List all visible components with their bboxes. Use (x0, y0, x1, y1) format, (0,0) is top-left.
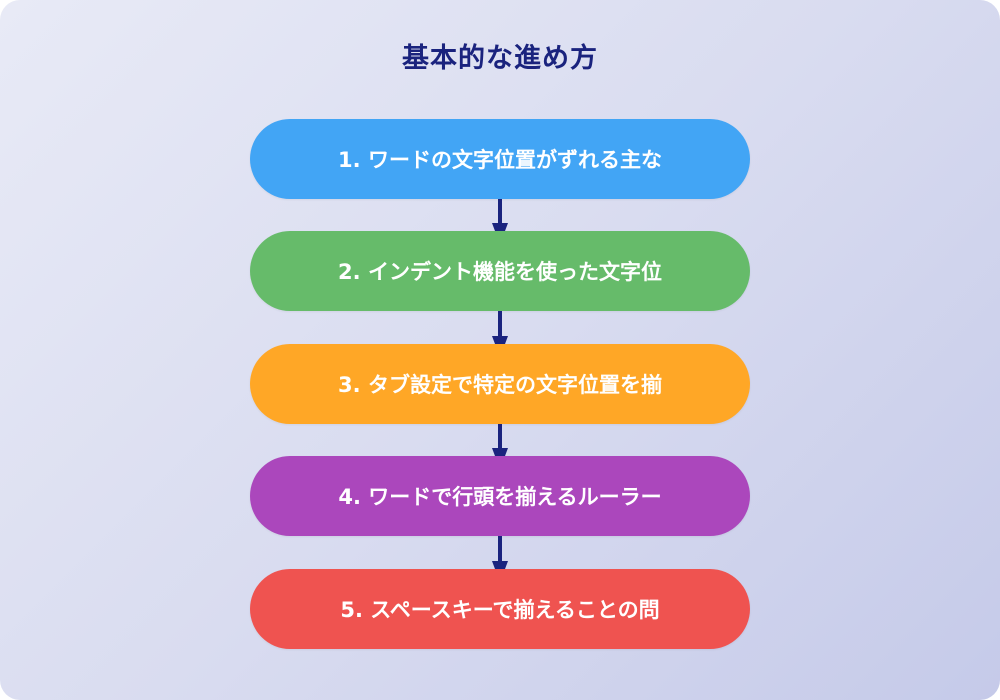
step-2-label: 2. インデント機能を使った文字位 (338, 260, 662, 284)
step-4-label: 4. ワードで行頭を揃えるルーラー (338, 485, 662, 509)
arrow-down-icon (491, 199, 509, 231)
step-1-label: 1. ワードの文字位置がずれる主な (338, 148, 662, 172)
step-5-label: 5. スペースキーで揃えることの問 (340, 598, 660, 622)
step-4-box: 4. ワードで行頭を揃えるルーラー (250, 456, 750, 536)
step-1-box: 1. ワードの文字位置がずれる主な (250, 119, 750, 199)
arrow-down-icon (491, 536, 509, 569)
step-2-box: 2. インデント機能を使った文字位 (250, 231, 750, 311)
arrow-down-icon (491, 424, 509, 456)
step-3-box: 3. タブ設定で特定の文字位置を揃 (250, 344, 750, 424)
step-3-label: 3. タブ設定で特定の文字位置を揃 (338, 373, 662, 397)
diagram-title: 基本的な進め方 (402, 43, 598, 74)
arrow-down-icon (491, 311, 509, 344)
step-5-box: 5. スペースキーで揃えることの問 (250, 569, 750, 649)
